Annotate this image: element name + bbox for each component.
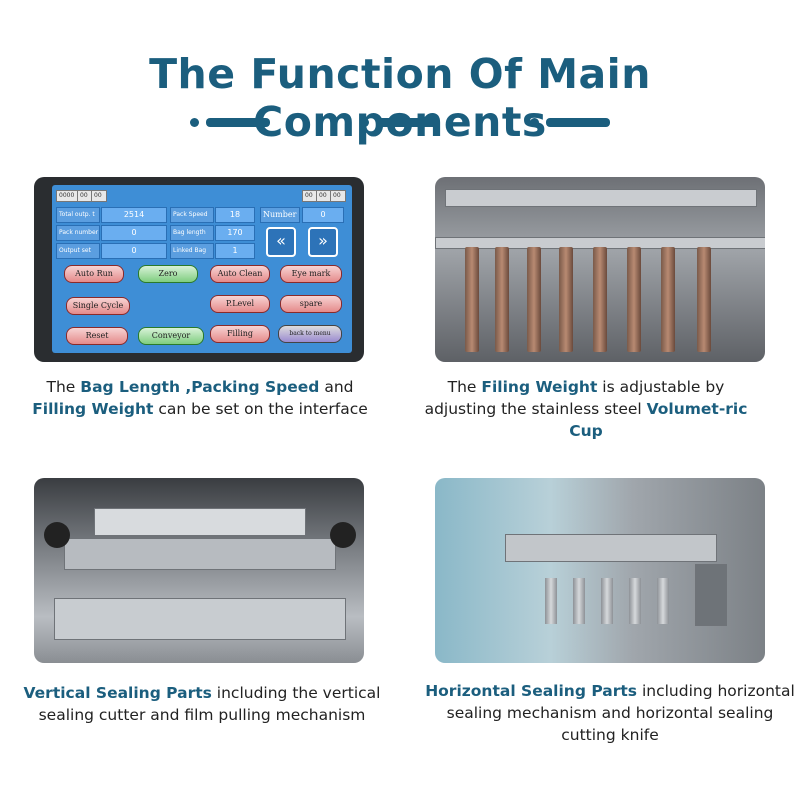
hmi-eye-mark-button[interactable]: Eye mark <box>280 265 342 283</box>
hmi-value-linked-bag[interactable]: 1 <box>215 243 255 259</box>
volumetric-cup-photo <box>435 177 765 362</box>
knob-right-icon <box>330 522 356 548</box>
volumetric-cup-1 <box>465 247 479 352</box>
volumetric-cup-6 <box>627 247 641 352</box>
caption-vertical-sealing: Vertical Sealing Parts including the ver… <box>23 684 381 724</box>
caption-horizontal-sealing: Horizontal Sealing Parts including horiz… <box>425 682 795 744</box>
hmi-prev-arrow-icon[interactable]: « <box>266 227 296 257</box>
hmi-single-cycle-button[interactable]: Single Cycle <box>66 297 130 315</box>
hmi-label-bag-length: Bag length <box>170 225 214 241</box>
hmi-screen: 0000 00 00 00 00 00 Total outp. t 2514 P… <box>52 185 352 353</box>
hmi-zero-button[interactable]: Zero <box>138 265 198 283</box>
hmi-value-pack-number[interactable]: 0 <box>101 225 167 241</box>
sealing-jaw-1 <box>545 578 557 624</box>
hmi-spare-button[interactable]: spare <box>280 295 342 313</box>
hmi-label-pack-speed: Pack Speed <box>170 207 214 223</box>
hmi-interface-photo: 0000 00 00 00 00 00 Total outp. t 2514 P… <box>34 177 364 362</box>
caption-interface: The Bag Length ,Packing Speed and Fillin… <box>32 378 368 418</box>
volumetric-cup-3 <box>527 247 541 352</box>
hmi-label-output-set: Output set <box>56 243 100 259</box>
hmi-value-number[interactable]: 0 <box>302 207 344 223</box>
hmi-filling-button[interactable]: Filling <box>210 325 270 343</box>
hmi-value-output-set[interactable]: 0 <box>101 243 167 259</box>
sealing-jaw-2 <box>573 578 585 624</box>
volumetric-cup-5 <box>593 247 607 352</box>
sealing-jaw-5 <box>657 578 669 624</box>
hmi-label-pack-number: Pack number <box>56 225 100 241</box>
horizontal-sealer-bar <box>505 534 717 562</box>
hmi-value-total[interactable]: 2514 <box>101 207 167 223</box>
knob-left-icon <box>44 522 70 548</box>
hmi-conveyor-button[interactable]: Conveyor <box>138 327 204 345</box>
vertical-sealer-frame <box>94 508 306 536</box>
page-title: The Function Of Main Components <box>149 50 651 146</box>
hmi-back-to-menu-button[interactable]: back to menu <box>278 325 342 343</box>
sealing-jaw-4 <box>629 578 641 624</box>
volumetric-cup-4 <box>559 247 573 352</box>
cutting-knife-housing <box>695 564 727 626</box>
volumetric-cup-8 <box>697 247 711 352</box>
hmi-value-pack-speed[interactable]: 18 <box>215 207 255 223</box>
hmi-top-right-0: 00 <box>302 190 318 202</box>
hmi-auto-clean-button[interactable]: Auto Clean <box>210 265 270 283</box>
caption-volumetric-cup: The Filing Weight is adjustable by adjus… <box>424 378 748 440</box>
hmi-top-left-0: 0000 <box>56 190 79 202</box>
sealing-jaw-3 <box>601 578 613 624</box>
volumetric-cup-2 <box>495 247 509 352</box>
hmi-p-level-button[interactable]: P.Level <box>210 295 270 313</box>
hmi-label-linked-bag: Linked Bag <box>170 243 214 259</box>
volumetric-cup-7 <box>661 247 675 352</box>
film-pulling-mechanism <box>64 538 336 570</box>
hmi-label-number: Number <box>260 207 300 223</box>
horizontal-sealing-photo <box>435 478 765 663</box>
hmi-top-right-2: 00 <box>330 190 346 202</box>
hmi-label-total: Total outp. t <box>56 207 100 223</box>
vertical-sealing-photo <box>34 478 364 663</box>
hmi-value-bag-length[interactable]: 170 <box>215 225 255 241</box>
filler-top-frame <box>445 189 757 207</box>
hmi-auto-run-button[interactable]: Auto Run <box>64 265 124 283</box>
vertical-sealing-plate <box>54 598 346 640</box>
hmi-top-left-2: 00 <box>91 190 107 202</box>
hmi-next-arrow-icon[interactable]: » <box>308 227 338 257</box>
hmi-reset-button[interactable]: Reset <box>66 327 128 345</box>
